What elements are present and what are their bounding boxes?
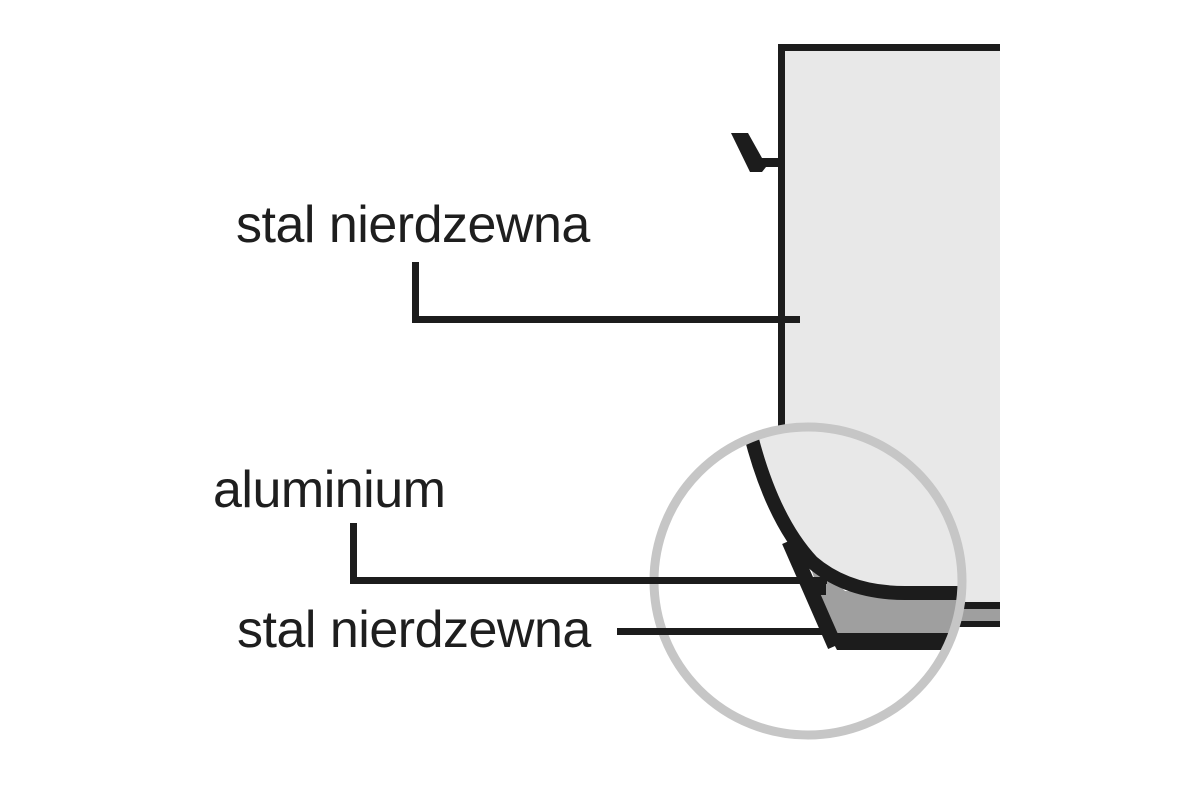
magnified-steel-bottom-layer bbox=[828, 633, 960, 650]
pot-left-wall-edge bbox=[778, 44, 785, 604]
pointer-bottom-horizontal bbox=[617, 628, 835, 635]
pointer-aluminium-vertical bbox=[350, 523, 357, 584]
label-aluminium-core: aluminium bbox=[213, 461, 446, 519]
label-steel-wall: stal nierdzewna bbox=[236, 196, 590, 254]
pointer-top-horizontal bbox=[412, 316, 800, 323]
pot-handle bbox=[731, 133, 783, 172]
pot-rim-top-edge bbox=[778, 44, 1000, 51]
label-steel-bottom: stal nierdzewna bbox=[237, 601, 591, 659]
pointer-lines bbox=[350, 262, 835, 635]
pointer-aluminium-horizontal bbox=[350, 577, 827, 584]
pointer-top-vertical bbox=[412, 262, 419, 323]
magnified-wall-outline-curve bbox=[739, 429, 960, 600]
aluminium-pointer-end-tick bbox=[815, 577, 826, 595]
